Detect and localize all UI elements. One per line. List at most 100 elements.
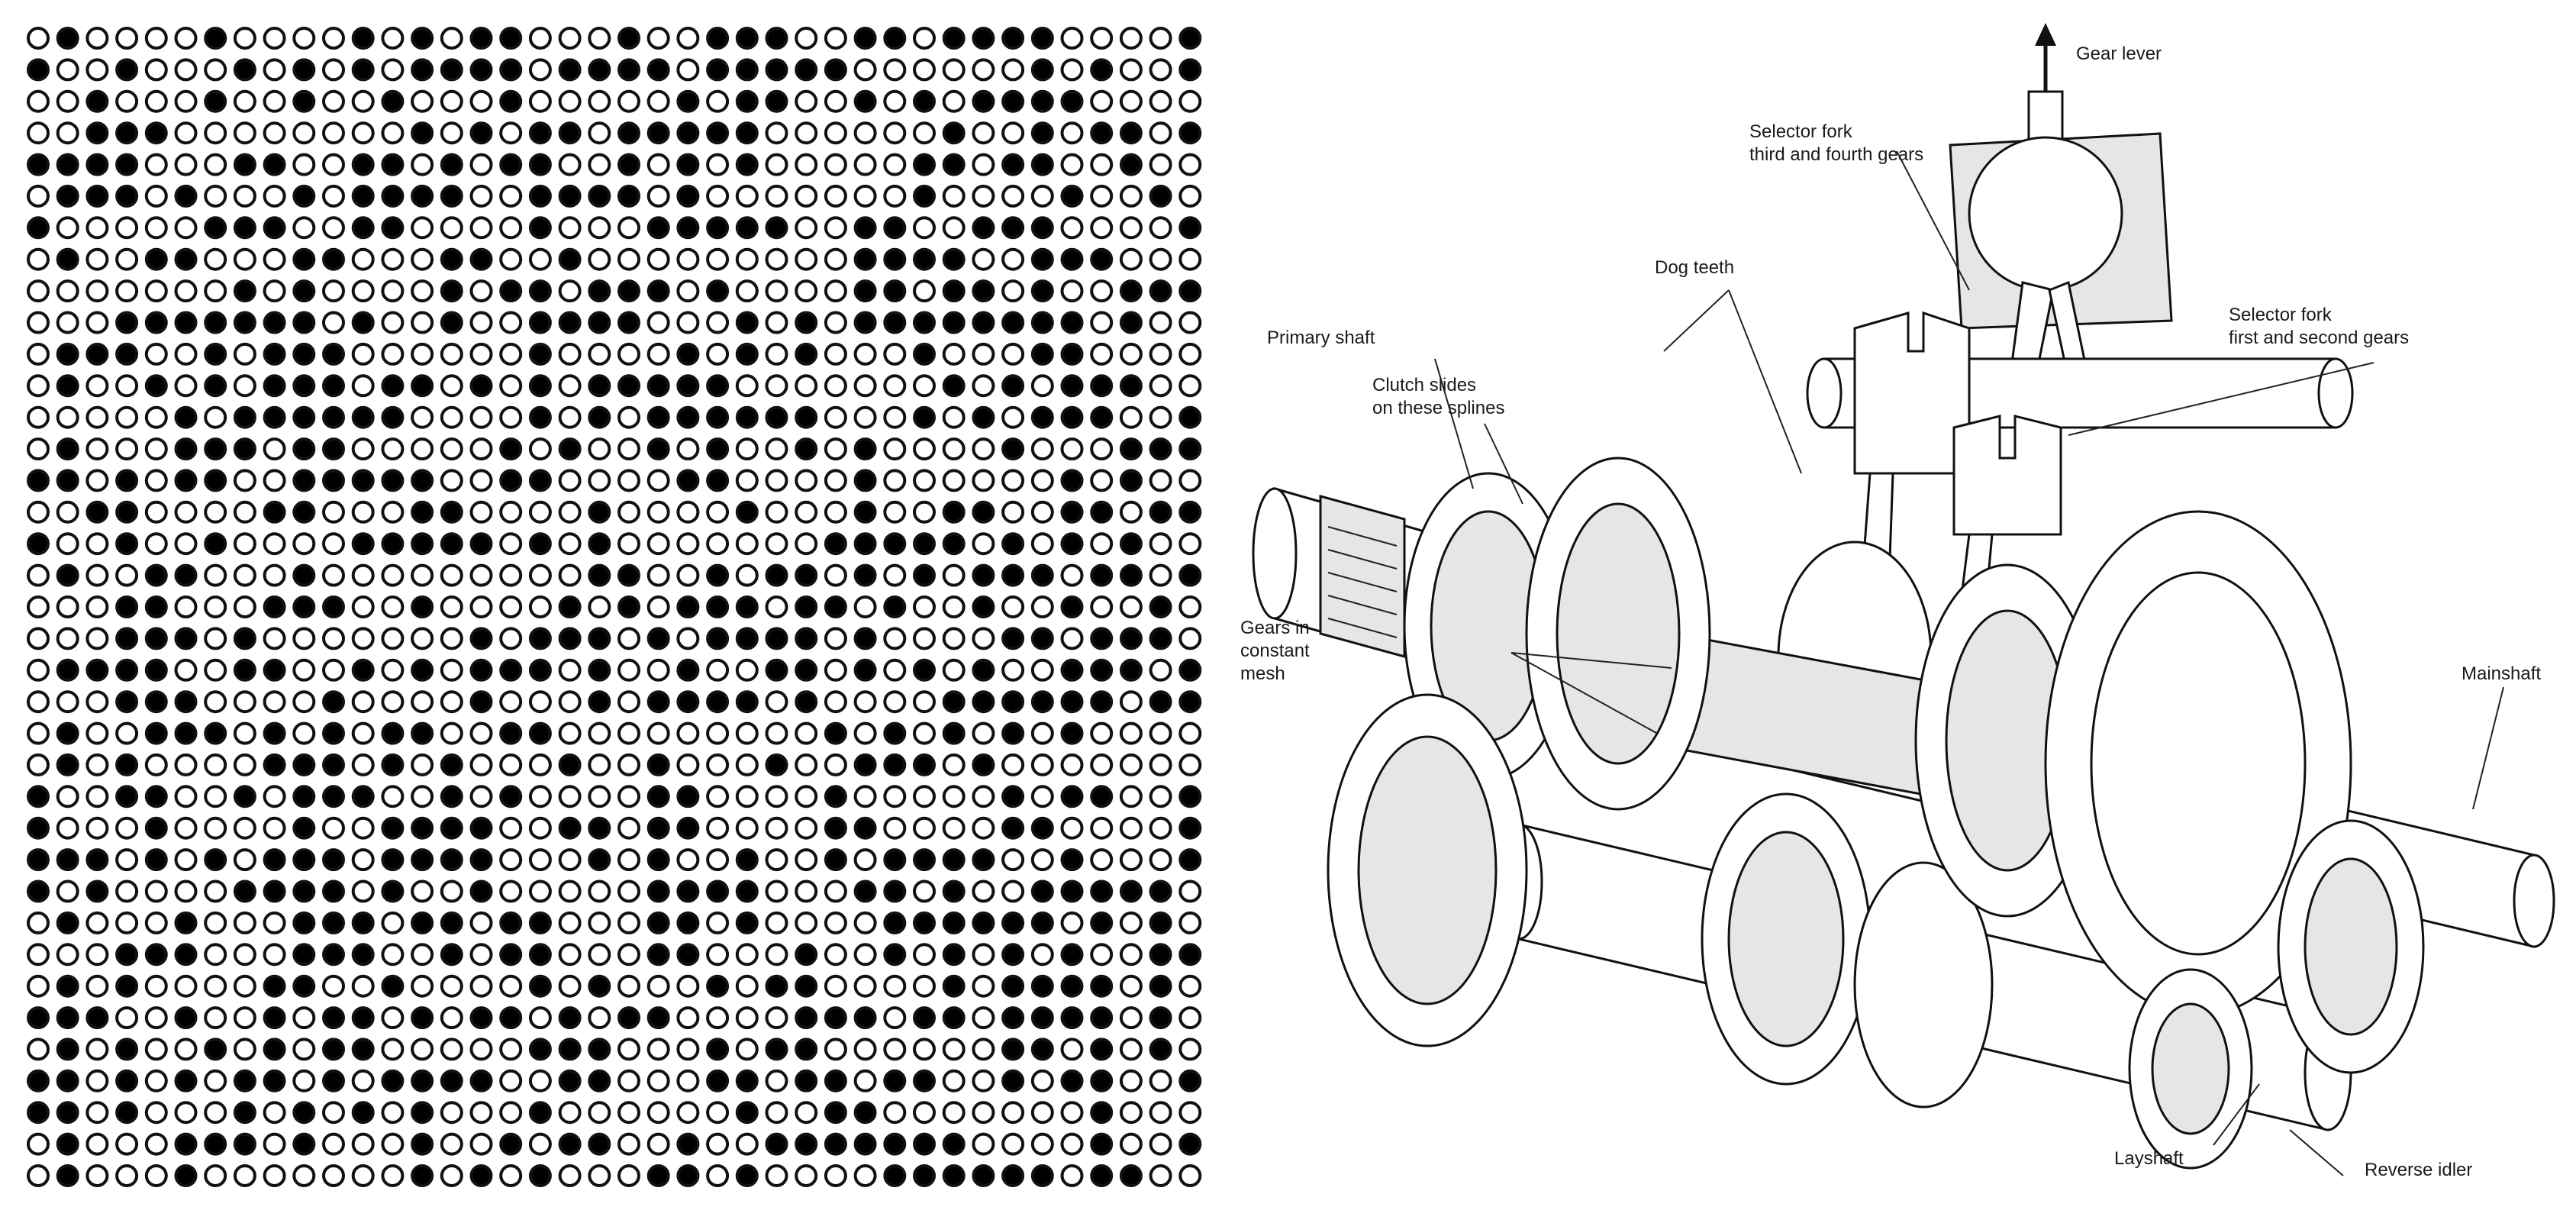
dot-filled [440, 247, 463, 271]
dot-empty [883, 974, 907, 998]
dot-filled [765, 89, 788, 113]
dot-empty [469, 342, 493, 366]
dot-empty [233, 89, 256, 113]
dot-empty [469, 184, 493, 208]
dot-filled [646, 848, 670, 872]
dot-empty [144, 1164, 168, 1187]
dot-filled [1178, 216, 1202, 240]
dot-empty [1001, 58, 1025, 82]
dot-empty [85, 279, 109, 303]
dot-empty [1119, 405, 1143, 429]
dot-empty [765, 184, 788, 208]
dot-filled [558, 184, 582, 208]
dot-empty [144, 532, 168, 556]
dot-filled [1090, 1132, 1114, 1156]
dot-filled [27, 816, 50, 840]
dot-empty [528, 690, 552, 714]
dot-empty [263, 1132, 286, 1156]
dot-filled [735, 848, 759, 872]
dot-empty [765, 311, 788, 334]
dot-filled [351, 911, 375, 934]
dot-empty [469, 1132, 493, 1156]
dot-empty [735, 1006, 759, 1030]
dot-empty [617, 753, 640, 776]
dot-empty [27, 405, 50, 429]
dot-empty [1178, 247, 1202, 271]
dot-filled [558, 437, 582, 461]
dot-filled [853, 563, 877, 587]
dot-empty [883, 816, 907, 840]
dot-empty [440, 658, 463, 682]
dot-empty [292, 690, 316, 714]
dot-empty [351, 627, 375, 650]
dot-empty [913, 627, 936, 650]
dot-empty [381, 658, 405, 682]
dot-filled [676, 690, 700, 714]
dot-empty [735, 563, 759, 587]
dot-empty [85, 311, 109, 334]
dot-filled [646, 1164, 670, 1187]
dot-filled [1119, 532, 1143, 556]
dot-filled [824, 1101, 847, 1125]
dot-filled [499, 89, 523, 113]
dot-filled [1149, 184, 1172, 208]
dot-empty [765, 785, 788, 808]
dot-filled [735, 595, 759, 618]
dot-empty [1030, 1132, 1054, 1156]
gear-third [1525, 457, 1711, 811]
dot-empty [1001, 879, 1025, 903]
dot-empty [1060, 58, 1084, 82]
dot-empty [558, 27, 582, 50]
dot-empty [735, 1132, 759, 1156]
dot-empty [972, 1101, 995, 1125]
dot-filled [676, 153, 700, 176]
dot-filled [204, 1132, 227, 1156]
dot-filled [174, 247, 198, 271]
dot-filled [1030, 1164, 1054, 1187]
dot-filled [233, 1132, 256, 1156]
dot-empty [411, 153, 434, 176]
dot-filled [676, 469, 700, 492]
label-selector-fork-34-line1: Selector fork [1749, 121, 1853, 142]
dot-empty [1119, 721, 1143, 745]
dot-filled [115, 153, 139, 176]
dot-empty [1001, 500, 1025, 524]
dot-empty [913, 279, 936, 303]
dot-empty [942, 816, 966, 840]
dot-filled [972, 1164, 995, 1187]
dot-filled [1001, 690, 1025, 714]
dot-empty [617, 658, 640, 682]
dot-empty [913, 121, 936, 145]
dot-filled [972, 216, 995, 240]
dot-empty [1001, 469, 1025, 492]
dot-filled [883, 27, 907, 50]
dot-empty [824, 153, 847, 176]
leader-layshaft [2213, 1083, 2260, 1146]
dot-empty [853, 848, 877, 872]
dot-empty [853, 1038, 877, 1061]
dot-empty [174, 58, 198, 82]
dot-filled [765, 1038, 788, 1061]
dot-empty [1090, 153, 1114, 176]
dot-empty [85, 785, 109, 808]
dot-empty [351, 121, 375, 145]
dot-empty [469, 911, 493, 934]
dot-filled [351, 785, 375, 808]
dot-empty [440, 1164, 463, 1187]
dot-filled [735, 500, 759, 524]
dot-empty [85, 690, 109, 714]
dot-filled [381, 816, 405, 840]
dot-filled [883, 532, 907, 556]
gear-first [2044, 510, 2352, 1017]
label-dog-teeth: Dog teeth [1655, 257, 1734, 278]
dot-filled [824, 532, 847, 556]
dot-empty [440, 721, 463, 745]
dot-empty [1090, 311, 1114, 334]
dot-filled [646, 58, 670, 82]
dot-empty [115, 1132, 139, 1156]
dot-filled [144, 247, 168, 271]
dot-filled [411, 816, 434, 840]
dot-empty [1030, 848, 1054, 872]
dot-filled [853, 1006, 877, 1030]
dot-filled [735, 879, 759, 903]
